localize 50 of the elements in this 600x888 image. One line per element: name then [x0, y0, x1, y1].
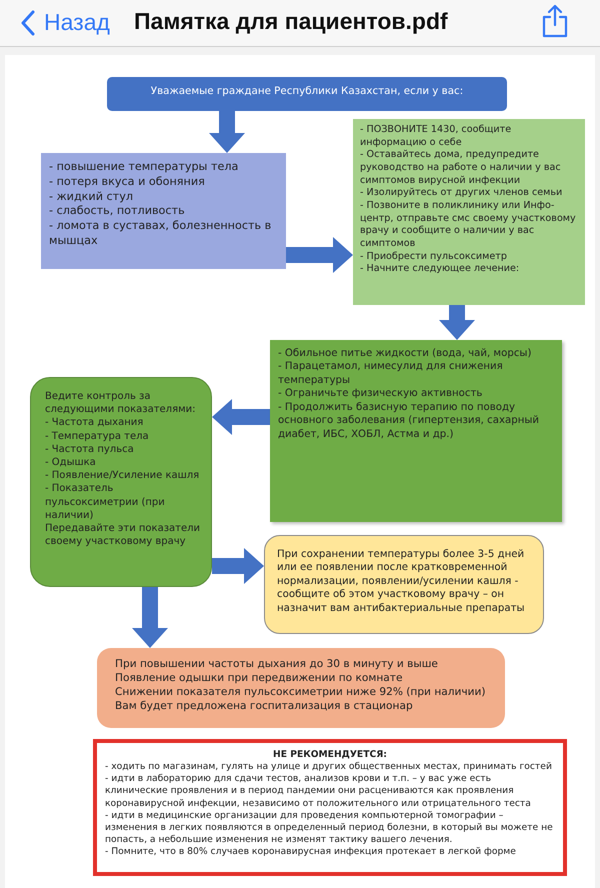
warning-box — [93, 739, 567, 876]
list-item: - жидкий стул — [49, 190, 134, 204]
list-item: - Температура тела — [45, 430, 150, 443]
instructions-box — [353, 119, 585, 305]
block-arrow — [439, 305, 475, 340]
list-item: - Показатель пульсоксиметрии (при наличии) — [45, 482, 166, 522]
warning-heading: НЕ РЕКОМЕНДУЕТСЯ: — [272, 749, 388, 762]
list-item: - идти в лабораторию для сдачи тестов, анализов крови и т.п. – у вас уже есть клинические проявления и в период пандемии они расцениваются как проявления коронавирусной инфекции, независимо от положительного или отрицательного теста — [105, 773, 532, 810]
list-item: - Начните следующее лечение: — [360, 263, 520, 276]
list-item: - ломота в суставах, болезненность в мышцах — [49, 219, 272, 249]
list-item: - Приобрести пульсоксиметр — [360, 250, 508, 264]
block-arrow — [209, 111, 245, 153]
list-item: Снижении показателя пульсоксиметрии ниже 92% (при наличии) — [115, 686, 487, 700]
hospitalization-box — [97, 648, 505, 728]
list-item: - идти в медицинские организации для проведения компьютерной томографии – изменения в легких появляются в определенный период болезни, в который вы можете не попасть, а небольшие изменения не изменят тактику вашего лечения. — [105, 810, 554, 846]
list-item: При сохранении температуры более 3-5 дней или ее появлении после кратковременной нормализации, появлении/усилении кашля - сообщите об этом участковому врачу – он назначит вам антибактериальные препараты — [277, 548, 526, 616]
block-arrow — [286, 237, 353, 273]
list-item: - Позвоните в поликлинику или Инфо-центр, отправьте смс своему участковому врачу и сообщите о наличии у вас симптомов — [360, 200, 577, 251]
list-item: - Частота пульса — [45, 442, 135, 456]
list-item: - слабость, потливость — [49, 204, 186, 220]
list-item: Вам будет предложена госпитализация в стационар — [115, 700, 414, 714]
list-item: - Обильное питье жидкости (вода, чай, морсы) — [278, 347, 532, 360]
list-item: - ПОЗВОНИТЕ 1430, сообщите информацию о себе — [360, 124, 512, 150]
symptoms-box — [41, 153, 286, 269]
list-item: Появление одышки при передвижении по комнате — [115, 672, 404, 686]
list-item: Ведите контроль за следующими показателями: — [45, 390, 196, 416]
monitoring-box — [30, 377, 212, 587]
list-item: - Парацетамол, нимесулид для снижения температуры — [278, 360, 504, 388]
title-banner — [107, 77, 507, 111]
list-item: - Продолжить базисную терапию по поводу основного заболевания (гипертензия, сахарный диабет, ИБС, ХОБЛ, Астма и др.) — [278, 400, 540, 442]
list-item: При повышении частоты дыхания до 30 в минуту и выше — [115, 658, 439, 672]
block-arrow — [132, 587, 168, 648]
block-arrow — [212, 548, 264, 584]
list-item: - Появление/Усиление кашля — [45, 469, 200, 482]
treatment-box — [270, 340, 562, 522]
banner-text: Уважаемые граждане Республики Казахстан, если у вас: — [150, 85, 464, 99]
list-item: - потеря вкуса и обоняния — [49, 174, 206, 190]
list-item: - ходить по магазинам, гулять на улице и других общественных местах, принимать гостей — [105, 761, 553, 774]
document-title: Памятка для пациентов.pdf — [134, 7, 448, 35]
list-item: - повышение температуры тела — [49, 160, 240, 175]
list-item: - Частота дыхания — [45, 416, 144, 430]
list-item: - Помните, что в 80% случаев коронавирусная инфекция протекает в легкой форме — [105, 846, 517, 858]
list-item: - Оставайтесь дома, предупредите руководство на работе о наличии у вас симптомов вирусной инфекции — [360, 149, 562, 188]
back-link: Назад — [44, 8, 110, 36]
list-item: Передавайте эти показатели своему участковому врачу — [45, 522, 202, 548]
block-arrow — [212, 399, 270, 435]
list-item: - Одышка — [45, 456, 97, 470]
list-item: - Изолируйтесь от других членов семьи — [360, 187, 564, 200]
list-item: - Ограничьте физическую активность — [278, 387, 484, 401]
notice-box — [264, 535, 544, 634]
